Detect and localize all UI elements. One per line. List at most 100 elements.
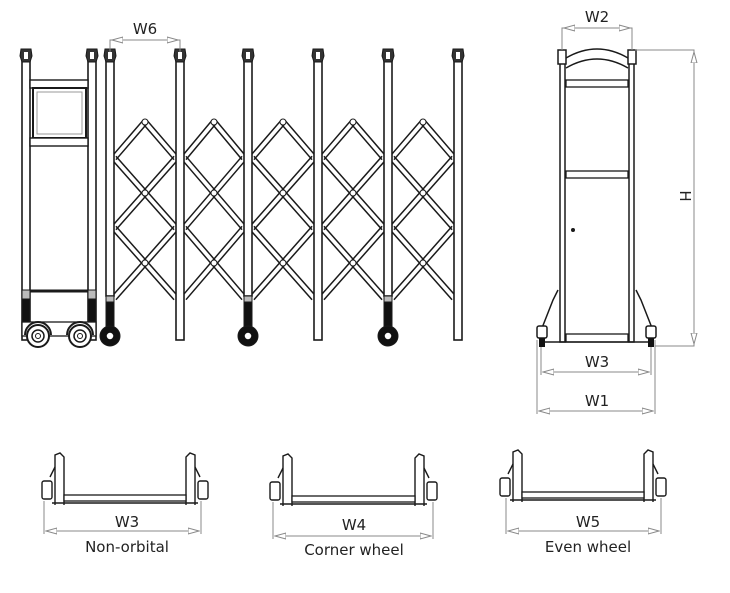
pivot-pin — [210, 118, 218, 126]
frame-crossbar — [29, 137, 89, 147]
variant-caption: Even wheel — [545, 538, 631, 556]
collar — [383, 295, 393, 303]
w6-label: W6 — [133, 20, 157, 38]
w6-dimension: W6 — [109, 20, 181, 52]
post-cap-highlight — [178, 52, 182, 59]
side-wheel-icon — [648, 338, 654, 347]
variant-non-orbital: W3 Non-orbital — [85, 513, 169, 556]
side-base-bar — [565, 333, 629, 343]
pivot-pin — [279, 189, 287, 197]
base-wheel-icon — [41, 480, 53, 500]
lattice-bar-edge — [215, 119, 247, 157]
gate-post — [451, 48, 465, 341]
gate-post — [103, 48, 117, 297]
side-view — [536, 48, 657, 347]
base-variant-drawing — [269, 453, 438, 539]
base-wheel-icon — [499, 477, 511, 497]
base-brace — [49, 466, 56, 478]
lattice-bar-edge — [424, 119, 457, 157]
wheel-assembly — [377, 295, 399, 347]
wheel-hub — [77, 333, 83, 339]
side-wheel-block — [536, 325, 548, 339]
wheel-hub — [383, 331, 393, 341]
side-crossbar — [565, 170, 629, 179]
side-wheel-icon — [539, 338, 545, 347]
brace-right — [635, 289, 653, 329]
base-brace — [507, 463, 514, 475]
base-upright — [643, 449, 654, 502]
top-arch — [565, 58, 629, 69]
base-upright — [414, 453, 425, 506]
collar — [21, 289, 31, 300]
wheel-fork — [243, 301, 253, 329]
gate-post — [381, 48, 395, 297]
post-tube — [453, 57, 463, 341]
pivot-pin — [349, 189, 357, 197]
base-brace — [194, 466, 201, 478]
post-tube — [313, 57, 323, 341]
pivot-pin — [279, 118, 287, 126]
lattice-bar-edge — [354, 119, 387, 157]
base-upright — [185, 452, 196, 505]
post-cap-highlight — [108, 52, 112, 59]
gate-post — [241, 48, 255, 297]
post-tube — [243, 57, 253, 297]
collar — [243, 295, 253, 303]
lattice-bar-edge — [350, 123, 383, 161]
w1-label: W1 — [585, 392, 609, 410]
variant-dimension-label: W4 — [342, 516, 366, 534]
lattice-bar-edge — [253, 123, 286, 161]
pivot-pin — [141, 189, 149, 197]
wheel-fork — [105, 301, 115, 329]
base-brace — [652, 463, 659, 475]
top-arch — [565, 48, 629, 59]
scissor-lattice — [111, 118, 457, 301]
base-variants — [41, 449, 667, 539]
w2-label: W2 — [585, 8, 609, 26]
side-post-right — [628, 57, 635, 343]
wheel-assembly — [99, 295, 121, 347]
collar — [87, 289, 97, 300]
base-wheel-icon — [655, 477, 667, 497]
pivot-pin — [349, 118, 357, 126]
pivot-pin — [141, 118, 149, 126]
base-brace — [277, 467, 284, 479]
variant-caption: Corner wheel — [304, 541, 404, 559]
pivot-pin — [141, 259, 149, 267]
lattice-bar-edge — [319, 119, 352, 157]
variant-dimension-label: W5 — [576, 513, 600, 531]
w2-dimension: W2 — [561, 8, 633, 50]
pivot-pin — [419, 189, 427, 197]
pivot-pin — [279, 259, 287, 267]
base-crossbar — [521, 491, 645, 499]
collar — [105, 295, 115, 303]
variant-even-wheel: W5 Even wheel — [545, 513, 631, 556]
wheel-hub — [35, 333, 41, 339]
lattice-bar-edge — [284, 119, 317, 157]
base-upright — [54, 452, 65, 505]
lattice-bar-edge — [185, 123, 217, 161]
wheel-hub — [105, 331, 115, 341]
wheel-fork — [383, 301, 393, 329]
post-cap-highlight — [24, 52, 28, 59]
base-crossbar — [63, 494, 187, 502]
base-upright — [282, 453, 293, 506]
base-variant-drawing — [499, 449, 667, 534]
variant-corner-wheel: W4 Corner wheel — [304, 516, 404, 559]
lattice-bar-edge — [111, 119, 144, 157]
frame-crossbar — [29, 79, 89, 89]
pivot-pin — [210, 259, 218, 267]
w1-dimension: W1 — [536, 340, 656, 414]
post-tube — [175, 57, 185, 341]
lattice-bar-edge — [393, 123, 426, 161]
post-tube — [383, 57, 393, 297]
lattice-bar-edge — [142, 123, 175, 161]
base-variant-drawing — [41, 452, 209, 534]
post-tube — [105, 57, 115, 297]
post-cap-highlight — [316, 52, 320, 59]
lattice-bar-edge — [420, 123, 453, 161]
gate-post — [311, 48, 325, 341]
side-crossbar — [565, 79, 629, 88]
